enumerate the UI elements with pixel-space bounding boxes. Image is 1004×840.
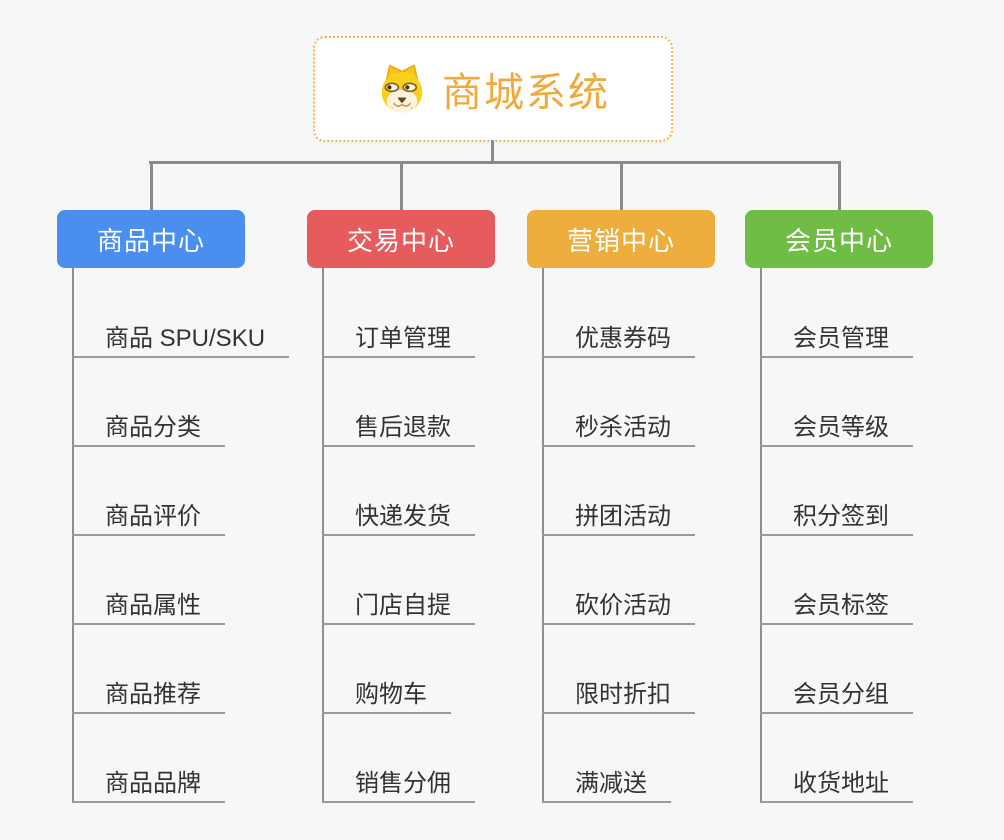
branch-node[interactable]: 商品中心 <box>57 210 245 268</box>
sub-topic[interactable]: 会员等级 <box>760 413 913 447</box>
sub-topic[interactable]: 会员管理 <box>760 324 913 358</box>
doge-icon <box>381 64 423 113</box>
root-node[interactable]: 商城系统 <box>313 36 673 142</box>
connector-drop-4 <box>837 161 841 211</box>
sub-topic[interactable]: 购物车 <box>322 680 451 714</box>
sub-topic[interactable]: 商品分类 <box>72 413 225 447</box>
connector-drop-2 <box>399 161 403 211</box>
branch-column-2: 交易中心订单管理售后退款快递发货门店自提购物车销售分佣 <box>307 210 557 803</box>
sub-topic[interactable]: 商品评价 <box>72 502 225 536</box>
sub-topic[interactable]: 门店自提 <box>322 591 475 625</box>
sub-topic[interactable]: 拼团活动 <box>542 502 695 536</box>
sub-topic[interactable]: 销售分佣 <box>322 769 475 803</box>
sub-topic[interactable]: 满减送 <box>542 769 671 803</box>
sub-topic[interactable]: 商品品牌 <box>72 769 225 803</box>
connector-root-stub <box>491 140 494 164</box>
branch-node[interactable]: 营销中心 <box>527 210 715 268</box>
branch-column-1: 商品中心商品 SPU/SKU 商品分类商品评价商品属性商品推荐商品品牌 <box>57 210 307 803</box>
branch-column-4: 会员中心会员管理会员等级积分签到会员标签会员分组收货地址 <box>745 210 995 803</box>
branch-node[interactable]: 交易中心 <box>307 210 495 268</box>
branch-node[interactable]: 会员中心 <box>745 210 933 268</box>
connector-drop-3 <box>619 161 623 211</box>
sub-topic[interactable]: 会员分组 <box>760 680 913 714</box>
sub-topic[interactable]: 商品 SPU/SKU <box>72 324 290 358</box>
sub-topic[interactable]: 会员标签 <box>760 591 913 625</box>
sub-topic[interactable]: 快递发货 <box>322 502 475 536</box>
root-title: 商城系统 <box>442 71 610 115</box>
sub-topic[interactable]: 订单管理 <box>322 324 475 358</box>
sub-topic[interactable]: 秒杀活动 <box>542 413 695 447</box>
sub-topic[interactable]: 商品属性 <box>72 591 225 625</box>
connector-horizontal <box>149 161 840 164</box>
sub-topic[interactable]: 商品推荐 <box>72 680 225 714</box>
branch-column-3: 营销中心优惠券码秒杀活动拼团活动砍价活动限时折扣满减送 <box>527 210 777 803</box>
sub-topic[interactable]: 积分签到 <box>760 502 913 536</box>
sub-topic[interactable]: 砍价活动 <box>542 591 695 625</box>
sub-topic[interactable]: 优惠券码 <box>542 324 695 358</box>
sub-topic[interactable]: 限时折扣 <box>542 680 695 714</box>
sub-topic[interactable]: 收货地址 <box>760 769 913 803</box>
connector-drop-1 <box>149 161 153 211</box>
sub-topic[interactable]: 售后退款 <box>322 413 475 447</box>
